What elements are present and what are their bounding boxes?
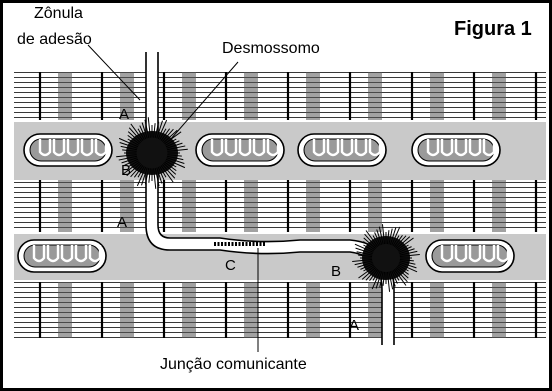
a-band (58, 282, 72, 338)
marker-c: C (225, 257, 236, 274)
marker-a-bottom: A (349, 317, 359, 334)
label-gap-junction: Junção comunicante (160, 356, 307, 374)
a-band (492, 282, 506, 338)
mitochondrion (298, 134, 386, 166)
a-band (306, 72, 320, 120)
a-band (182, 282, 196, 338)
mitochondrion (426, 240, 514, 272)
a-band (368, 72, 382, 120)
a-band (368, 282, 382, 338)
a-band (244, 180, 258, 232)
a-band (182, 180, 196, 232)
label-zonula-line2: de adesão (17, 31, 92, 49)
mitochondrion (18, 240, 106, 272)
myofibril-band-bottom (14, 282, 546, 338)
marker-a-top: A (119, 106, 129, 123)
a-band (492, 72, 506, 120)
a-band (58, 72, 72, 120)
a-band (244, 282, 258, 338)
marker-a-mid: A (117, 214, 127, 231)
myofibril-band-middle (14, 180, 546, 232)
a-band (368, 180, 382, 232)
a-band (492, 180, 506, 232)
a-band (306, 282, 320, 338)
figure-title: Figura 1 (454, 18, 532, 41)
a-band (430, 180, 444, 232)
marker-b-left: B (121, 162, 131, 179)
label-zonula-line1: Zônula (34, 5, 83, 23)
a-band (58, 180, 72, 232)
a-band (306, 180, 320, 232)
myofibril-band-top (14, 72, 546, 120)
mitochondrion (24, 134, 112, 166)
a-band (120, 282, 134, 338)
a-band (430, 282, 444, 338)
a-band (244, 72, 258, 120)
marker-b-right: B (331, 263, 341, 280)
a-band (430, 72, 444, 120)
mitochondrion (412, 134, 500, 166)
mitochondrion (196, 134, 284, 166)
label-desmosome: Desmossomo (222, 40, 320, 58)
